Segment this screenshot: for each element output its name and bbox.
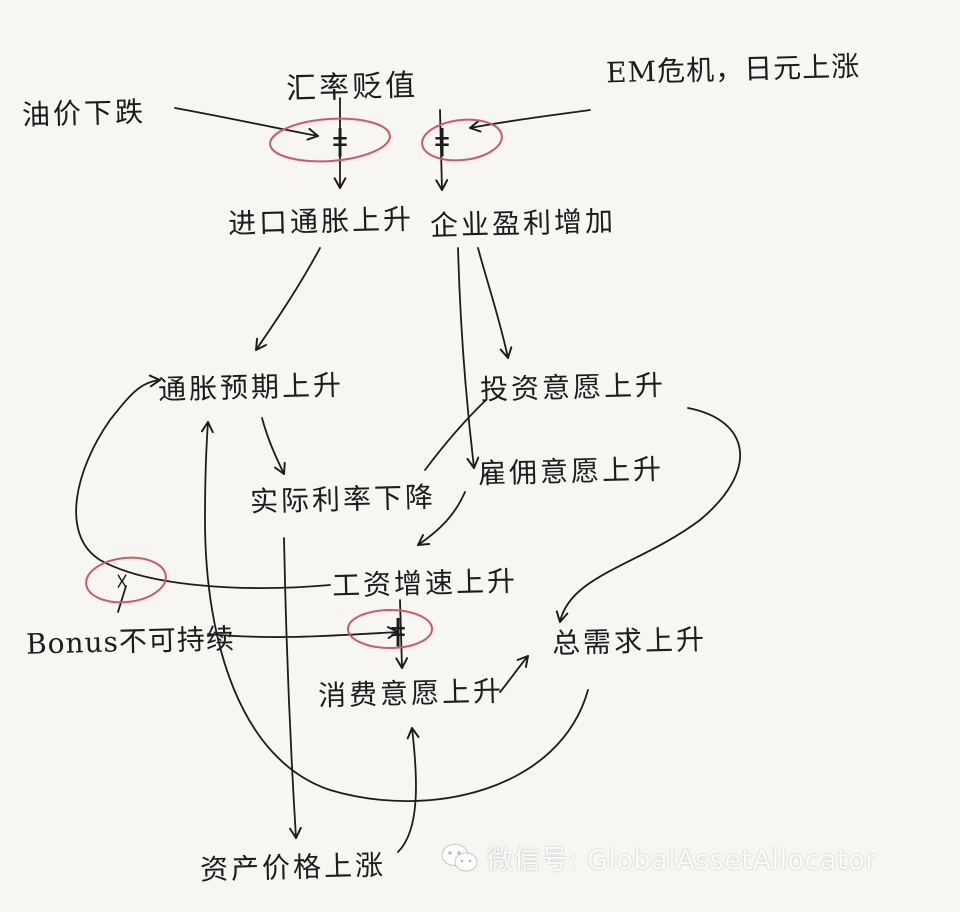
node-real-rate-down: 实际利率下降 [249,480,437,519]
node-consumption-willingness-up: 消费意愿上升 [317,674,505,713]
node-corporate-profit-up: 企业盈利增加 [429,204,617,243]
watermark-text: 微信号: GlobalAssetAllocator [486,845,877,876]
node-total-demand-up: 总需求上升 [551,622,708,661]
arrow-bonus-to-consumption [207,626,399,639]
arrow-real-rate-to-asset-price [283,537,302,839]
arrow-bonus-to-wages [117,585,127,613]
consumption-circle [347,609,433,649]
arrow-real-rate-to-investment [424,399,487,471]
arrow-profit-to-investment [477,247,513,359]
node-investment-willingness-up: 投资意愿上升 [479,368,667,407]
node-oil-price-drop: 油价下跌 [21,95,147,132]
tradeoff-mark-consumption: ǂ [391,613,405,648]
arrow-consumption-to-demand [499,655,529,693]
arrow-investment-to-demand [555,407,741,623]
arrow-em-to-fx [469,109,591,133]
tradeoff-circle-right [421,118,503,162]
node-asset-price-up: 资产价格上涨 [199,848,387,887]
arrow-imported-to-expectation [255,247,321,351]
node-bonus-unchanged: Bonus不可持续 [25,622,236,661]
arrow-expectation-to-real-rate [261,417,286,475]
node-inflation-expectation-up: 通胀预期上升 [157,368,345,407]
node-hiring-willingness-up: 雇佣意愿上升 [477,452,665,491]
arrow-hiring-to-wages [417,491,466,546]
node-imported-inflation-up: 进口通胀上升 [227,202,415,241]
arrow-oil-to-fx [174,107,319,141]
tradeoff-mark-right: ǂ [435,123,449,158]
tradeoff-circle-left [269,117,391,163]
arrow-demand-to-expectation [200,421,589,802]
arrow-profit-to-hiring [457,247,480,469]
bonus-circle [85,556,167,604]
node-fx-depreciation: 汇率贬值 [285,68,419,107]
strike-mark-bonus: ☓ [116,568,129,596]
tradeoff-mark-left: ǂ [333,123,347,158]
arrow-wages-to-expectation [75,374,331,589]
wechat-icon [441,843,478,871]
node-em-crisis: EM危机，日元上涨 [605,49,861,90]
arrow-asset-to-consumption [397,727,420,853]
node-wage-growth-up: 工资增速上升 [331,564,519,603]
watermark: 微信号: GlobalAssetAllocator [440,838,877,877]
arrow-fx-to-corporate-profit [435,109,449,191]
